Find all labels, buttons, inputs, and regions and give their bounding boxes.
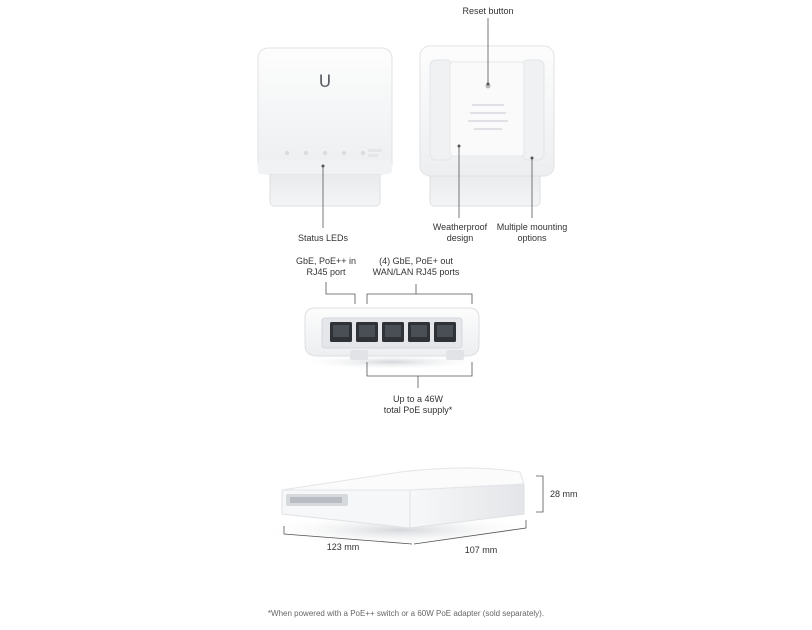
status-led (322, 150, 328, 156)
switch-front-view (257, 47, 393, 207)
depth-dimension: 107 mm (464, 545, 498, 555)
poe-supply-label: Up to a 46W total PoE supply* (383, 394, 453, 415)
mounting-options-label: Multiple mounting options (496, 222, 568, 243)
rj45-port (356, 322, 378, 342)
mounting-bracket-left (429, 59, 453, 161)
callout-lines (283, 18, 544, 545)
poe-in-port-label: GbE, PoE++ in RJ45 port (295, 256, 357, 277)
status-led (341, 150, 347, 156)
mounting-bracket-right (521, 59, 545, 161)
weatherproof-label: Weatherproof design (432, 222, 488, 243)
rj45-port (408, 322, 430, 342)
reset-button-label: Reset button (462, 6, 514, 16)
footnote: *When powered with a PoE++ switch or a 6… (267, 609, 545, 618)
rj45-port (434, 322, 456, 342)
width-dimension: 123 mm (326, 542, 360, 552)
rj45-port (382, 322, 404, 342)
ubiquiti-logo: U (319, 72, 331, 92)
status-leds-label: Status LEDs (297, 233, 349, 243)
height-dimension: 28 mm (550, 489, 578, 499)
rj45-port (330, 322, 352, 342)
switch-isometric-view (260, 467, 540, 546)
switch-back-view (419, 45, 555, 207)
status-led (303, 150, 309, 156)
switch-port-view (296, 307, 488, 370)
status-led (360, 150, 366, 156)
poe-out-ports-label: (4) GbE, PoE+ out WAN/LAN RJ45 ports (372, 256, 460, 277)
callout-dots (321, 82, 534, 168)
status-led (284, 150, 290, 156)
